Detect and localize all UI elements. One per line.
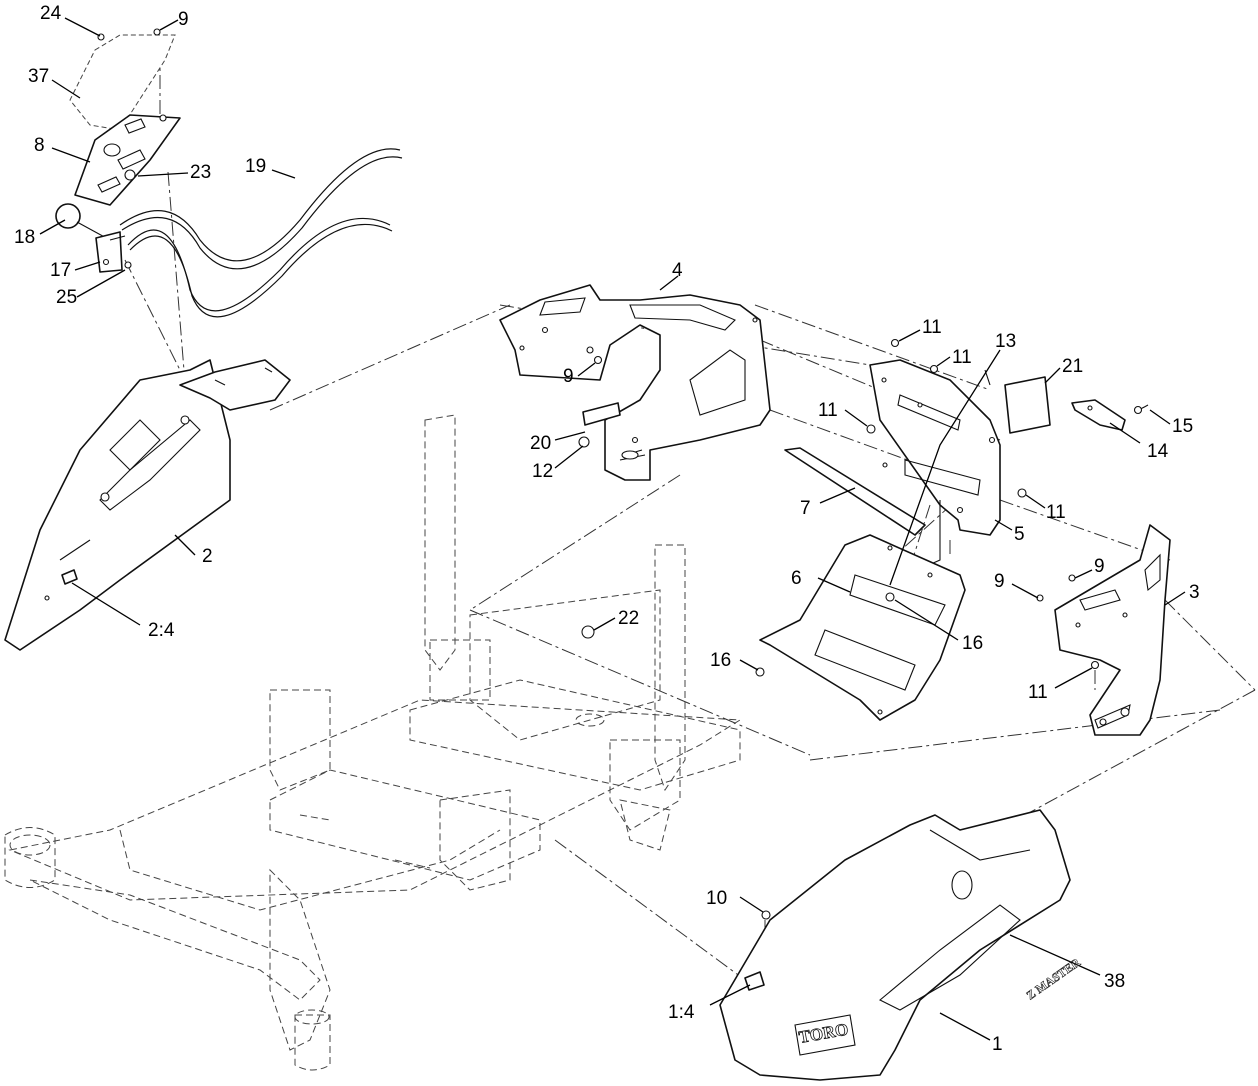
right-console-1 [719,809,1071,1081]
callout-24: 24 [40,3,62,24]
nut-23 [124,169,136,181]
leader-lines [39,17,1186,1041]
floor-pan-6 [755,534,966,721]
bracket-14 [1071,399,1149,431]
callout-3: 3 [1189,582,1200,603]
lever-17 [95,231,123,273]
screw-9b [593,355,603,365]
callout-9: 9 [563,366,574,387]
callout-11: 11 [922,317,942,338]
throttle-cables-19 [119,148,403,318]
callout-9: 9 [1094,556,1105,577]
decal-37 [69,34,176,131]
callout-9: 9 [994,571,1005,592]
callout-17: 17 [50,260,71,281]
callout-1: 1 [992,1034,1003,1055]
z-master-decal-38: Z MASTER [1024,955,1083,1002]
left-console-2 [4,359,291,651]
callout-10: 10 [706,888,727,909]
callout-19: 19 [245,156,266,177]
callout-16: 16 [962,633,983,654]
callout-13: 13 [995,331,1016,352]
plate-21 [1004,376,1051,434]
callout-5: 5 [1014,524,1025,545]
panel-8 [74,114,181,206]
callout-12: 12 [532,461,553,482]
callout-22: 22 [618,608,639,629]
callout-9: 9 [178,9,189,30]
bolt-15 [1133,405,1143,415]
callout-11: 11 [818,400,838,421]
callout-20: 20 [530,433,551,454]
bolt-11e [1090,660,1100,670]
callout-2: 2 [202,546,213,567]
callout-14: 14 [1147,441,1169,462]
callout-11: 11 [952,347,972,368]
mower-frame [4,414,742,1071]
control-panel-assembly [55,28,181,273]
clamp-22 [581,625,595,639]
callout-1-4: 1:4 [668,1002,695,1023]
nut-2-4 [61,569,78,585]
bracket-3 [1054,524,1171,736]
pad-20 [582,402,621,426]
screw-11b [929,364,939,374]
callout-37: 37 [28,66,49,87]
callout-7: 7 [800,498,811,519]
screw-11d [1017,488,1027,498]
toro-logo-plate [794,1014,856,1056]
screw-9c [1068,574,1076,582]
fastener-12 [578,436,590,448]
strip-7 [784,447,926,536]
knob-18 [55,203,81,229]
screw-11a [890,338,900,348]
callout-6: 6 [791,568,802,589]
callout-25: 25 [56,287,77,308]
callout-11: 11 [1046,502,1066,523]
callout-15: 15 [1172,416,1193,437]
callout-4: 4 [672,260,683,281]
callout-18: 18 [14,227,35,248]
callout-8: 8 [34,135,45,156]
screw-10 [761,910,771,920]
callout-16: 16 [710,650,731,671]
callout-labels: 24 9 37 8 23 19 18 17 25 4 9 11 11 13 21… [14,3,1200,1055]
callout-23: 23 [190,162,211,183]
callout-38: 38 [1104,971,1125,992]
screw-11c [866,424,876,434]
callout-2-4: 2:4 [148,620,175,641]
callout-11: 11 [1028,682,1048,703]
assembly-lines [124,50,1256,981]
callout-21: 21 [1062,356,1083,377]
bracket-4 [499,284,771,481]
